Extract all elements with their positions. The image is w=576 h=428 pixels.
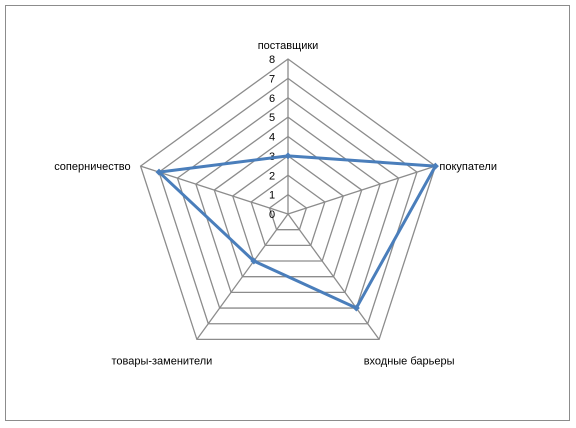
tick-label: 7 — [269, 73, 275, 85]
tick-label: 5 — [269, 112, 275, 124]
category-label-2: входные барьеры — [364, 355, 455, 367]
spoke-1 — [287, 165, 436, 215]
tick-label: 4 — [269, 132, 275, 144]
grid-ring-5 — [195, 116, 381, 294]
data-point-4 — [155, 168, 163, 176]
spoke-2 — [287, 213, 380, 340]
category-label-4: соперничество — [54, 161, 130, 173]
tick-label: 0 — [269, 209, 275, 221]
data-point-1 — [431, 162, 439, 170]
tick-label: 6 — [269, 93, 275, 105]
tick-label: 8 — [269, 54, 275, 66]
tick-label: 1 — [269, 190, 275, 202]
radar-grid — [139, 58, 437, 341]
grid-ring-1 — [268, 193, 308, 231]
grid-ring-7 — [158, 77, 418, 325]
tick-label: 2 — [269, 170, 275, 182]
grid-ring-2 — [250, 174, 326, 246]
category-label-0: поставщики — [258, 40, 319, 52]
data-point-2 — [352, 304, 360, 312]
category-label-1: покупатели — [439, 161, 497, 173]
data-point-0 — [284, 152, 292, 160]
grid-ring-3 — [231, 155, 345, 262]
spoke-3 — [196, 213, 289, 340]
series-line-0 — [157, 154, 437, 310]
spoke-4 — [140, 165, 289, 215]
grid-ring-8 — [139, 58, 437, 341]
grid-ring-6 — [176, 96, 400, 309]
series-layer — [155, 152, 439, 312]
data-point-3 — [250, 257, 258, 265]
category-label-3: товары-заменители — [111, 355, 212, 367]
category-labels: поставщики покупатели входные барьеры товар… — [54, 40, 497, 367]
